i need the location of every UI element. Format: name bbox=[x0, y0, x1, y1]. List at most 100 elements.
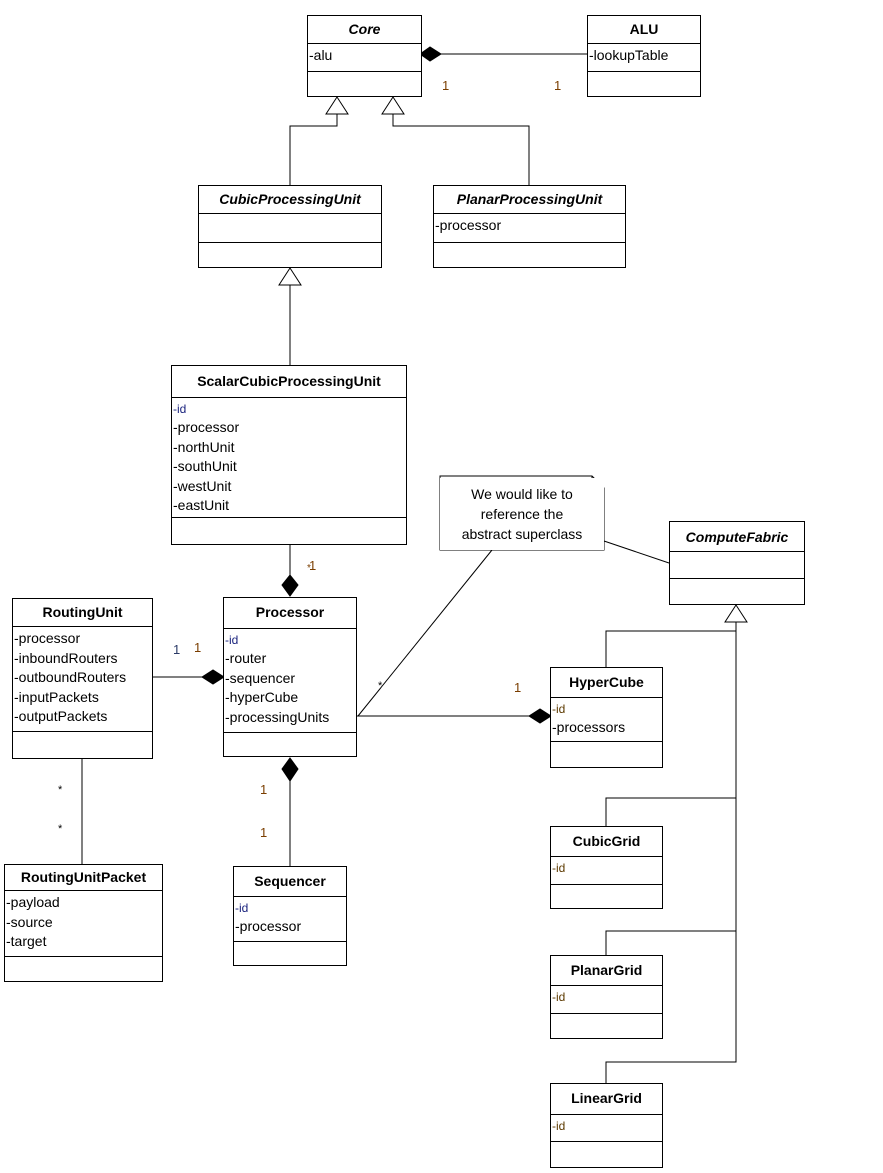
attribute: -westUnit bbox=[173, 477, 232, 494]
attribute: -processors bbox=[552, 719, 626, 735]
class-attributes: -id -router -sequencer -hyperCube -proce… bbox=[224, 629, 356, 733]
multiplicity-routing-packet-top: * bbox=[58, 784, 63, 796]
class-name: ComputeFabric bbox=[670, 522, 804, 552]
multiplicity-routing-right: 1 bbox=[194, 640, 202, 655]
attribute: -processingUnits bbox=[225, 708, 330, 725]
attribute: -lookupTable bbox=[589, 47, 669, 63]
attribute: -processor bbox=[235, 918, 302, 934]
class-name: Core bbox=[308, 16, 421, 44]
note-computefabric-anchor-line bbox=[603, 540, 670, 564]
class-scalar-cubic-processing-unit[interactable]: ScalarCubicProcessingUnit -id -processor… bbox=[171, 365, 407, 545]
core-composition-diamond bbox=[419, 46, 442, 62]
attribute: -outputPackets bbox=[14, 708, 108, 724]
multiplicity-alu-side: 1 bbox=[554, 78, 562, 93]
note-line-3: abstract superclass bbox=[461, 526, 583, 542]
class-attributes: -alu bbox=[308, 44, 421, 72]
note: We would like to reference the abstract … bbox=[440, 478, 604, 550]
multiplicity-routing-left: 1 bbox=[173, 642, 181, 657]
class-name: PlanarProcessingUnit bbox=[434, 186, 625, 214]
attribute-id: -id bbox=[552, 861, 566, 875]
attribute: -processor bbox=[14, 630, 81, 646]
attribute-id: -id bbox=[552, 990, 566, 1004]
class-processor[interactable]: Processor -id -router -sequencer -hyperC… bbox=[223, 597, 357, 757]
note-line-1: We would like to bbox=[471, 486, 573, 502]
class-name: Sequencer bbox=[234, 867, 346, 897]
multiplicity-routing-packet-bottom: * bbox=[58, 823, 63, 835]
class-attributes: -processor bbox=[434, 214, 625, 243]
class-attributes: -lookupTable bbox=[588, 44, 700, 72]
hypercube-processor-composition-diamond bbox=[528, 708, 552, 724]
attribute-id: -id bbox=[225, 633, 239, 647]
planargrid-generalization-line bbox=[605, 930, 736, 955]
class-name: Processor bbox=[224, 598, 356, 629]
processor-scalar-composition-diamond bbox=[281, 574, 299, 597]
class-routing-unit[interactable]: RoutingUnit -processor -inboundRouters -… bbox=[12, 598, 153, 759]
hypercube-generalization-line bbox=[605, 630, 736, 667]
class-name: PlanarGrid bbox=[551, 956, 662, 986]
core-generalization-arrow-right bbox=[381, 96, 405, 115]
class-attributes: -id -processors bbox=[551, 698, 662, 742]
class-attributes: -id -processor bbox=[234, 897, 346, 942]
multiplicity-processor-sequencer-bottom: 1 bbox=[260, 825, 268, 840]
cubic-core-generalization-line bbox=[289, 114, 338, 185]
attribute: -target bbox=[6, 933, 47, 949]
core-generalization-arrow-left bbox=[325, 96, 349, 115]
processor-routing-composition-diamond bbox=[201, 669, 225, 685]
attribute-id: -id bbox=[552, 702, 566, 716]
class-name: LinearGrid bbox=[551, 1084, 662, 1115]
class-attributes: -id bbox=[551, 857, 662, 885]
class-planar-processing-unit[interactable]: PlanarProcessingUnit -processor bbox=[433, 185, 626, 268]
multiplicity-processor-sequencer-top: 1 bbox=[260, 782, 268, 797]
class-compute-fabric[interactable]: ComputeFabric bbox=[669, 521, 805, 605]
attribute: -router bbox=[225, 650, 267, 666]
multiplicity-scalar-processor: 1 bbox=[309, 558, 317, 573]
class-cubic-processing-unit[interactable]: CubicProcessingUnit bbox=[198, 185, 382, 268]
class-cubic-grid[interactable]: CubicGrid -id bbox=[550, 826, 663, 909]
class-attributes: -id -processor -northUnit -southUnit -we… bbox=[172, 398, 406, 518]
class-core[interactable]: Core -alu bbox=[307, 15, 422, 97]
class-routing-unit-packet[interactable]: RoutingUnitPacket -payload -source -targ… bbox=[4, 864, 163, 982]
class-planar-grid[interactable]: PlanarGrid -id bbox=[550, 955, 663, 1039]
attribute: -processor bbox=[435, 217, 502, 233]
attribute-id: -id bbox=[235, 901, 249, 915]
attribute: -source bbox=[6, 913, 53, 930]
note-line-2: reference the bbox=[480, 506, 564, 522]
class-attributes: -id bbox=[551, 1115, 662, 1142]
attribute: -eastUnit bbox=[173, 497, 230, 513]
note-processor-anchor-line bbox=[357, 549, 493, 717]
multiplicity-core-side: 1 bbox=[442, 78, 450, 93]
attribute: -alu bbox=[309, 47, 333, 63]
class-hyper-cube[interactable]: HyperCube -id -processors bbox=[550, 667, 663, 768]
class-name: CubicGrid bbox=[551, 827, 662, 857]
attribute: -inboundRouters bbox=[14, 649, 118, 666]
class-attributes: -processor -inboundRouters -outboundRout… bbox=[13, 627, 152, 732]
class-attributes bbox=[199, 214, 381, 243]
class-sequencer[interactable]: Sequencer -id -processor bbox=[233, 866, 347, 966]
class-name: RoutingUnitPacket bbox=[5, 865, 162, 891]
multiplicity-scalar-processor-star: * bbox=[307, 563, 311, 574]
processor-sequencer-composition-diamond bbox=[281, 757, 299, 782]
attribute-id: -id bbox=[173, 402, 187, 416]
attribute: -hyperCube bbox=[225, 689, 299, 705]
cubic-generalization-arrow bbox=[278, 267, 302, 286]
class-name: CubicProcessingUnit bbox=[199, 186, 381, 214]
attribute: -inputPackets bbox=[14, 688, 99, 705]
attribute: -processor bbox=[173, 419, 240, 435]
class-alu[interactable]: ALU -lookupTable bbox=[587, 15, 701, 97]
attribute: -payload bbox=[6, 894, 60, 910]
attribute: -sequencer bbox=[225, 669, 296, 686]
fabric-generalization-arrow bbox=[724, 604, 748, 623]
attribute: -outboundRouters bbox=[14, 669, 127, 685]
class-name: HyperCube bbox=[551, 668, 662, 698]
attribute: -southUnit bbox=[173, 458, 237, 474]
class-name: ScalarCubicProcessingUnit bbox=[172, 366, 406, 398]
fabric-generalization-trunk bbox=[605, 622, 737, 1083]
class-linear-grid[interactable]: LinearGrid -id bbox=[550, 1083, 663, 1168]
class-name: ALU bbox=[588, 16, 700, 44]
planar-core-generalization-line bbox=[392, 114, 530, 185]
class-attributes: -payload -source -target bbox=[5, 891, 162, 957]
multiplicity-processor-hypercube-star: * bbox=[378, 680, 383, 692]
multiplicity-processor-hypercube-one: 1 bbox=[514, 680, 522, 695]
attribute-id: -id bbox=[552, 1119, 566, 1133]
cubicgrid-generalization-line bbox=[605, 797, 736, 826]
